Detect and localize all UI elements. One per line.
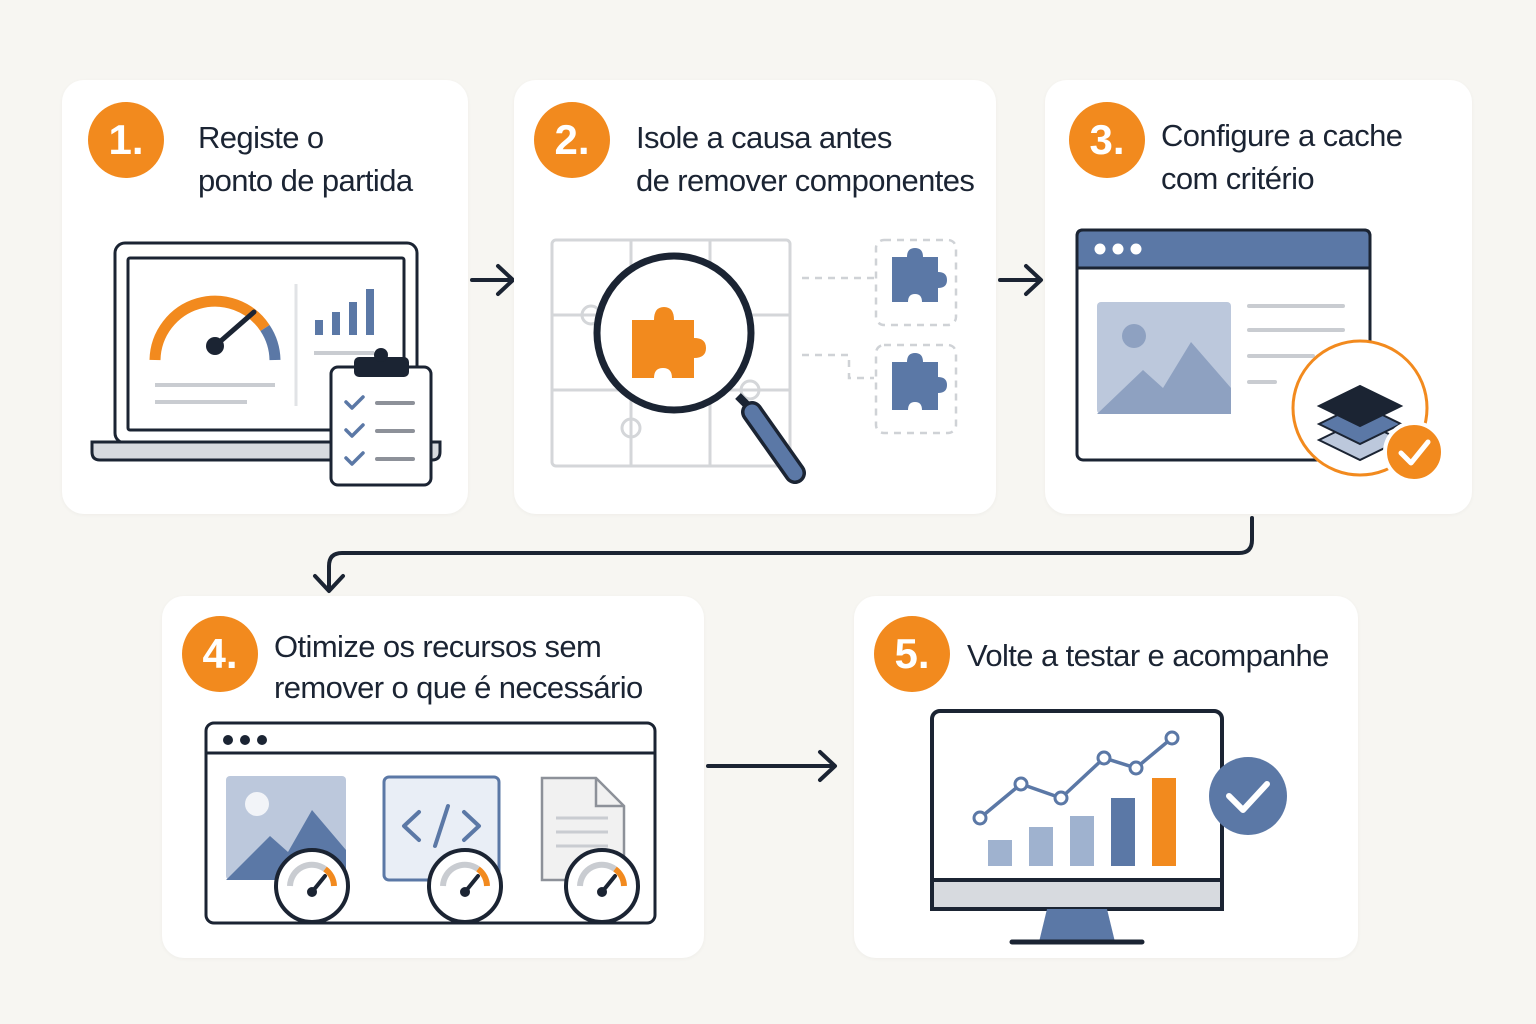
step-title: Volte a testar e acompanhe (967, 634, 1329, 677)
step-title: Configure a cache com critério (1161, 114, 1403, 200)
step-title: Otimize os recursos sem remover o que é … (274, 626, 643, 708)
image-icon (1097, 302, 1231, 414)
check-icon (1209, 757, 1287, 835)
puzzle-piece-icon (892, 248, 947, 410)
line-bar-chart-icon (972, 730, 1180, 866)
arrow-1-2 (470, 264, 515, 296)
puzzle-search-illustration (550, 238, 958, 484)
step-title-line: Isole a causa antes (636, 120, 892, 155)
speedometer-icon (149, 295, 281, 404)
step-title: Registe o ponto de partida (198, 116, 413, 202)
speedometer-icon (274, 848, 350, 924)
clipboard-checklist-icon (329, 348, 433, 487)
arrow-4-5 (706, 750, 837, 782)
step-card-3: 3. Configure a cache com critério (1045, 80, 1472, 514)
step-card-2: 2. Isole a causa antes de remover compon… (514, 80, 996, 514)
step-number-badge: 4. (182, 616, 258, 692)
resources-optimize-illustration (204, 721, 657, 925)
step-title-line: remover o que é necessário (274, 670, 643, 705)
step-title-line: Otimize os recursos sem (274, 629, 602, 664)
laptop-dashboard-illustration (90, 241, 442, 487)
step-number-badge: 3. (1069, 102, 1145, 178)
step-title-line: Registe o (198, 120, 324, 155)
monitor-growth-illustration (930, 709, 1287, 945)
step-title-line: Configure a cache (1161, 118, 1403, 153)
step-title-line: com critério (1161, 161, 1315, 196)
step-card-1: 1. Registe o ponto de partida (62, 80, 468, 514)
check-icon (1383, 421, 1445, 483)
step-title-line: Volte a testar e acompanhe (967, 638, 1329, 673)
step-title-line: de remover componentes (636, 163, 975, 198)
layers-icon (1316, 384, 1404, 462)
step-card-5: 5. Volte a testar e acompanhe (854, 596, 1358, 958)
step-title-line: ponto de partida (198, 163, 413, 198)
step-title: Isole a causa antes de remover component… (636, 116, 975, 202)
puzzle-piece-icon (802, 238, 958, 435)
step-number-badge: 1. (88, 102, 164, 178)
magnifier-icon (593, 252, 806, 484)
step-number-badge: 5. (874, 616, 950, 692)
speedometer-icon (427, 848, 503, 924)
bar-chart-icon (314, 289, 374, 355)
cache-browser-illustration (1075, 228, 1445, 483)
speedometer-icon (564, 848, 640, 924)
arrow-3-4 (313, 516, 1254, 593)
step-number-badge: 2. (534, 102, 610, 178)
step-card-4: 4. Otimize os recursos sem remover o que… (162, 596, 704, 958)
arrow-2-3 (998, 264, 1043, 296)
